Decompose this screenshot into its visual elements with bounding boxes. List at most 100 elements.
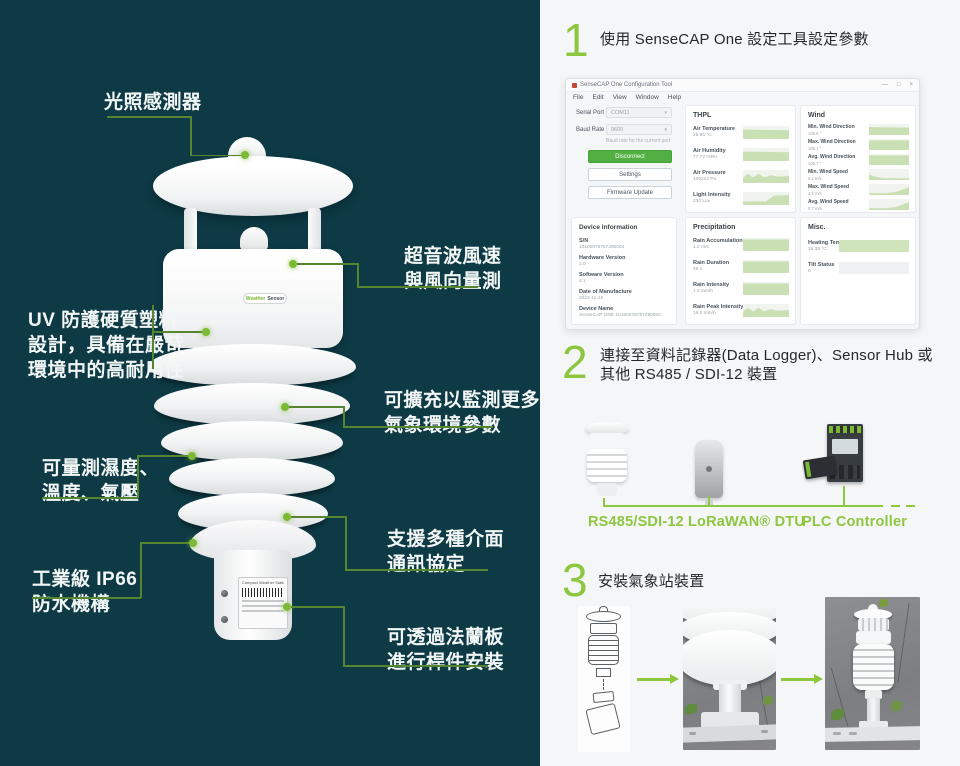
callout-dot (283, 603, 291, 611)
maximize-button[interactable]: □ (896, 82, 901, 88)
firmware-update-button[interactable]: Firmware Update (588, 186, 672, 199)
louver-1 (148, 344, 356, 386)
menu-edit[interactable]: Edit (592, 94, 604, 101)
step-2-title-line2: 其他 RS485 / SDI-12 裝置 (600, 366, 778, 383)
callout-line (140, 542, 142, 598)
sparkline (869, 199, 909, 210)
sparkline (869, 139, 909, 150)
menu-view[interactable]: View (612, 94, 627, 101)
callout-line (357, 263, 359, 287)
barcode (242, 588, 284, 597)
callout-line (357, 286, 478, 288)
metric-row: Avg. Wind Speed 0.7 m/s (808, 199, 909, 211)
sparkline (869, 184, 909, 195)
metric-row: Min. Wind Speed 0.1 m/s (808, 169, 909, 181)
callout-line (343, 426, 493, 428)
callout-line (289, 406, 344, 408)
callout-dot (281, 403, 289, 411)
callout-light-sensor: 光照感測器 (104, 92, 202, 113)
step-1-number: 1 (563, 14, 589, 66)
step-1-title: 使用 SenseCAP One 設定工具設定參數 (600, 31, 869, 48)
chevron-down-icon: ▾ (664, 109, 667, 116)
callout-line (345, 516, 347, 570)
callout-line (190, 154, 245, 156)
metric-row: Air Pressure 100242 Pa (693, 170, 789, 183)
sparkline (743, 260, 789, 273)
callout-line (32, 597, 141, 599)
thpl-panel: THPL Air Temperature 25.86 °C Air Humidi… (685, 105, 796, 213)
disconnect-button[interactable]: Disconnect (588, 150, 672, 163)
sticker-title: Compact Weather Station (242, 580, 284, 585)
minimize-button[interactable]: — (881, 82, 888, 88)
heating-temperature-bar (839, 240, 909, 252)
connector-drop (843, 486, 845, 506)
connector-drop (708, 496, 710, 506)
connector-drop (603, 498, 605, 506)
baud-rate-hint: Baud rate for the current port (606, 138, 671, 144)
callout-line (137, 455, 189, 457)
metric-row: Max. Wind Speed 4.2 m/s (808, 184, 909, 196)
callout-line (343, 665, 488, 667)
arrow-right-icon (781, 674, 823, 683)
callout-line (343, 606, 345, 666)
brand-badge-left: Weather (245, 295, 266, 302)
info-field: Software Version 4.1 (579, 272, 624, 284)
callout-dot (289, 260, 297, 268)
wind-sensor-dome (240, 227, 268, 250)
screw (221, 616, 228, 623)
installation-sketch (578, 606, 630, 752)
installed-photo (825, 597, 920, 750)
sparkline (743, 282, 789, 295)
precipitation-title: Precipitation (693, 224, 736, 231)
metric-row: Tilt Status 0 (808, 262, 909, 274)
serial-port-select[interactable]: COM11▾ (606, 107, 672, 118)
metric-row: Air Temperature 25.86 °C (693, 126, 789, 139)
info-field: Device Name SenseCAP ONE 101000767572900… (579, 306, 661, 318)
misc-title: Misc. (808, 224, 826, 231)
connector-dash (906, 505, 915, 507)
callout-line (107, 116, 191, 118)
louver-4 (169, 458, 335, 496)
label-lorawan-dtu: LoRaWAN® DTU (688, 514, 805, 530)
menu-help[interactable]: Help (667, 94, 682, 101)
sparkline (869, 169, 909, 180)
menu-window[interactable]: Window (635, 94, 659, 101)
menu-bar: File Edit View Window Help (566, 92, 919, 103)
misc-panel: Misc. Heating Temperature 26.35 °C Tilt … (800, 217, 916, 325)
metric-row: Rain Intensity 1.3 mm/h (693, 282, 789, 295)
metric-row: Heating Temperature 26.35 °C (808, 240, 909, 252)
callout-humidity: 可量測濕度、 溫度、氣壓 (42, 458, 160, 504)
sensecap-config-window: SenseCAP One Configuration Tool — □ × Fi… (565, 78, 920, 330)
close-button[interactable]: × (909, 82, 913, 88)
chevron-down-icon: ▾ (664, 126, 667, 133)
info-field: Date of Manufacture 2022-11-19 (579, 289, 632, 301)
step-3-title: 安裝氣象站裝置 (598, 573, 705, 590)
connector-line (603, 505, 883, 507)
menu-file[interactable]: File (573, 94, 584, 101)
plc-controller-device (802, 420, 868, 488)
wind-title: Wind (808, 112, 826, 119)
info-field: S/N 10100076757290004 (579, 238, 625, 250)
callout-uv: UV 防護硬質塑料 設計，具備在嚴苛 環境中的高耐用性 (28, 310, 185, 381)
callout-ip66: 工業級 IP66 防水機構 (32, 569, 138, 615)
callout-line (140, 542, 190, 544)
label-rs485: RS485/SDI-12 (588, 514, 684, 530)
device-info-panel: Device Information S/N 10100076757290004… (571, 217, 677, 325)
metric-row: Air Humidity 77.72 %RH (693, 148, 789, 161)
device-info-title: Device Information (579, 224, 638, 231)
baud-rate-label: Baud Rate (576, 127, 605, 133)
brand-badge: Weather Sensor (243, 293, 287, 304)
weather-station-thumb (583, 416, 631, 502)
metric-row: Rain Peak Intensity 16.2 mm/h (693, 304, 789, 317)
louver-2 (154, 383, 350, 425)
settings-button[interactable]: Settings (588, 168, 672, 181)
label-plc-controller: PLC Controller (802, 514, 908, 530)
baud-rate-select[interactable]: 9600▾ (606, 124, 672, 135)
screw (221, 590, 228, 597)
sparkline (869, 154, 909, 165)
connector-dash (891, 505, 900, 507)
step-2-number: 2 (562, 336, 588, 388)
callout-line (291, 606, 344, 608)
metric-row: Max. Wind Direction 109.1 ° (808, 139, 909, 151)
